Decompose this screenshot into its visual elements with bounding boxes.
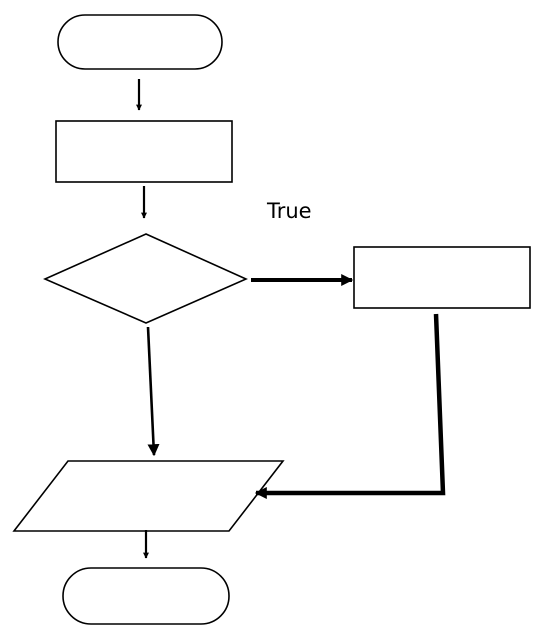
- process-box-true: [353, 246, 531, 309]
- edge-label-true: True: [266, 199, 312, 223]
- start-terminator: [57, 14, 223, 70]
- arrow-true-box-to-io: [254, 313, 446, 499]
- end-terminator: [62, 567, 230, 625]
- process-box-1: [55, 120, 233, 183]
- decision-diamond: [43, 233, 248, 324]
- arrow-decision-to-io: [146, 326, 160, 457]
- input-output-parallelogram: [12, 460, 285, 532]
